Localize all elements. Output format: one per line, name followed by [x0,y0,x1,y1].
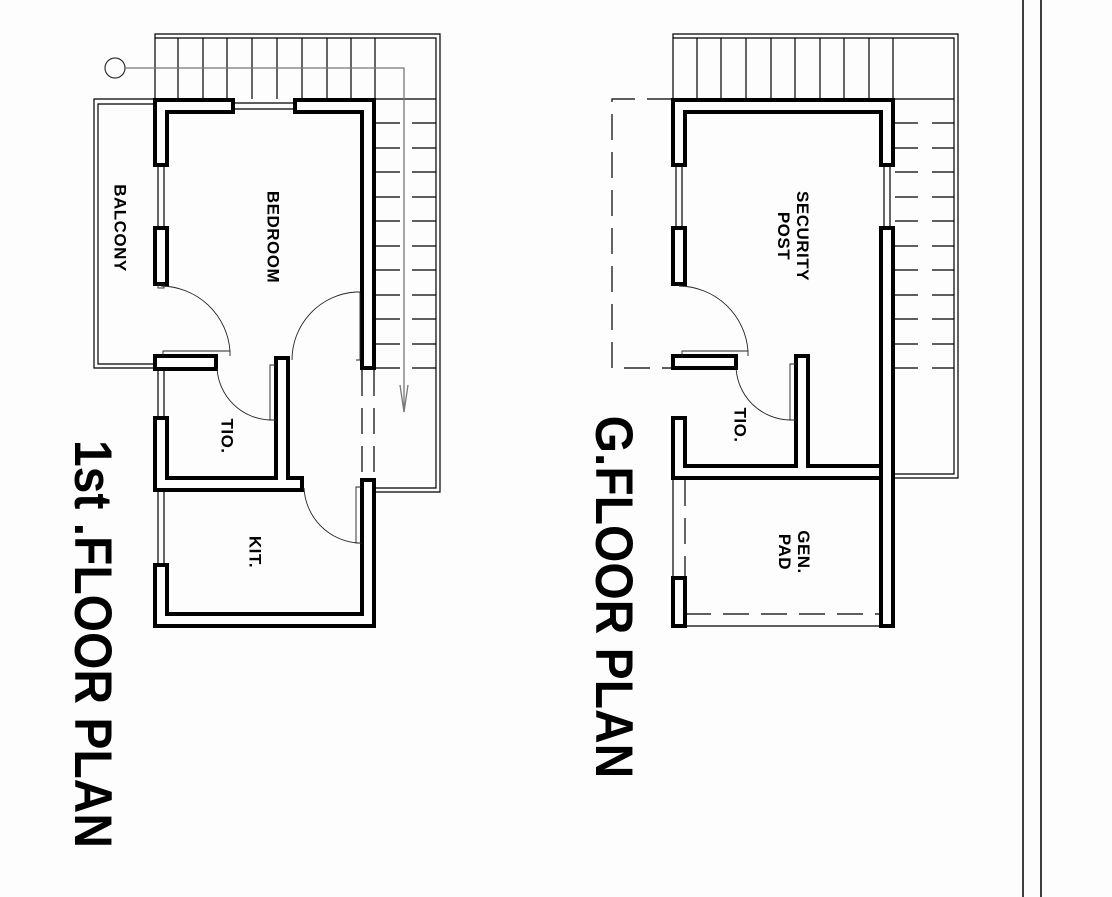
upper-balcony-projection [611,98,673,369]
security-post-line-1: SECURITY [793,191,812,281]
room-label-gen-pad: GEN. PAD [775,530,813,574]
balcony-outline [93,98,155,369]
ground-floor-stair-treads [895,122,954,369]
security-post-line-2: POST [774,211,793,261]
room-label-bedroom: BEDROOM [263,190,283,284]
ground-floor-walls [671,98,895,628]
room-label-balcony: BALCONY [110,184,130,272]
first-floor-plan-title: 1st .FLOOR PLAN [62,439,122,849]
ground-floor-plan-title: G.FLOOR PLAN [583,415,643,779]
first-floor-doors [157,283,362,544]
ground-floor-staircase [672,33,959,479]
first-floor-plan [93,33,441,628]
sheet-border [1022,0,1042,897]
first-floor-walls [153,98,376,628]
gen-pad-line-1: GEN. [794,530,813,574]
ground-floor-doors [678,285,796,421]
ground-floor-plan [611,33,959,628]
room-label-toilet-first-floor: TIO. [217,418,237,454]
room-label-security-post: SECURITY POST [774,191,812,281]
room-label-kitchen: KIT. [245,535,265,569]
first-floor-stair-treads [376,122,436,369]
gen-pad-line-2: PAD [775,533,794,571]
stair-direction-arrow [104,57,409,413]
first-floor-staircase [104,33,441,493]
room-label-toilet-ground-floor: TIO. [730,407,750,443]
